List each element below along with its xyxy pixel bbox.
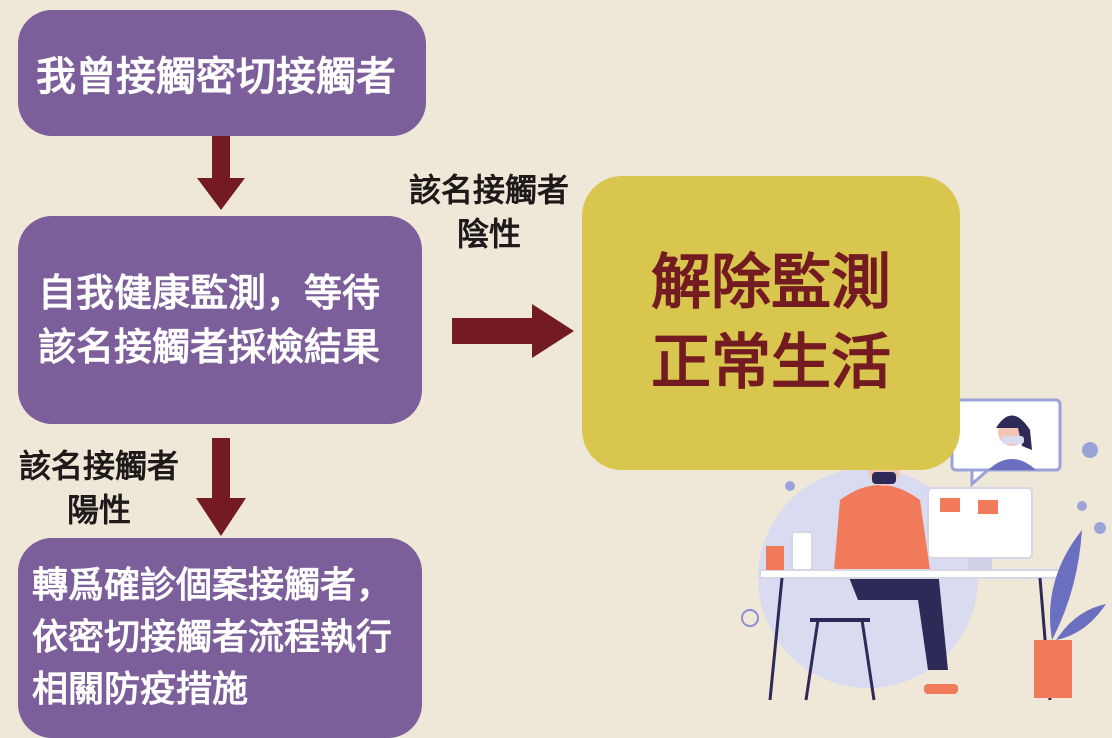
result-line-2: 正常生活 xyxy=(651,328,891,398)
negative-branch-label: 該名接觸者 陰性 xyxy=(396,168,582,256)
step1-text: 我曾接觸密切接觸者 xyxy=(36,54,396,100)
result-line-1: 解除監測 xyxy=(651,248,891,318)
negative-label-line-2: 陰性 xyxy=(456,215,521,253)
step3-box: 轉爲確診個案接觸者， 依密切接觸者流程執行 相關防疫措施 xyxy=(18,538,422,738)
step3-line-1: 轉爲確診個案接觸者， xyxy=(32,565,393,606)
arrow-step1-to-step2 xyxy=(197,136,245,210)
result-box: 解除監測 正常生活 xyxy=(582,176,960,470)
step2-box: 自我健康監測，等待 該名接觸者採檢結果 xyxy=(18,216,422,424)
step2-line-2: 該名接觸者採檢結果 xyxy=(38,325,381,369)
person-at-desk-illustration: ••• xyxy=(741,398,1106,701)
positive-branch-label: 該名接觸者 陽性 xyxy=(6,444,192,532)
positive-label-line-2: 陽性 xyxy=(66,491,131,529)
step3-line-2: 依密切接觸者流程執行 xyxy=(32,617,393,658)
positive-label-line-1: 該名接觸者 xyxy=(18,447,179,485)
arrow-step2-to-step3 xyxy=(196,438,246,536)
step2-line-1: 自我健康監測，等待 xyxy=(38,271,381,315)
negative-label-line-1: 該名接觸者 xyxy=(408,171,569,209)
step1-box: 我曾接觸密切接觸者 xyxy=(18,10,426,136)
step3-line-3: 相關防疫措施 xyxy=(32,669,249,710)
arrow-step2-to-result xyxy=(452,304,574,358)
